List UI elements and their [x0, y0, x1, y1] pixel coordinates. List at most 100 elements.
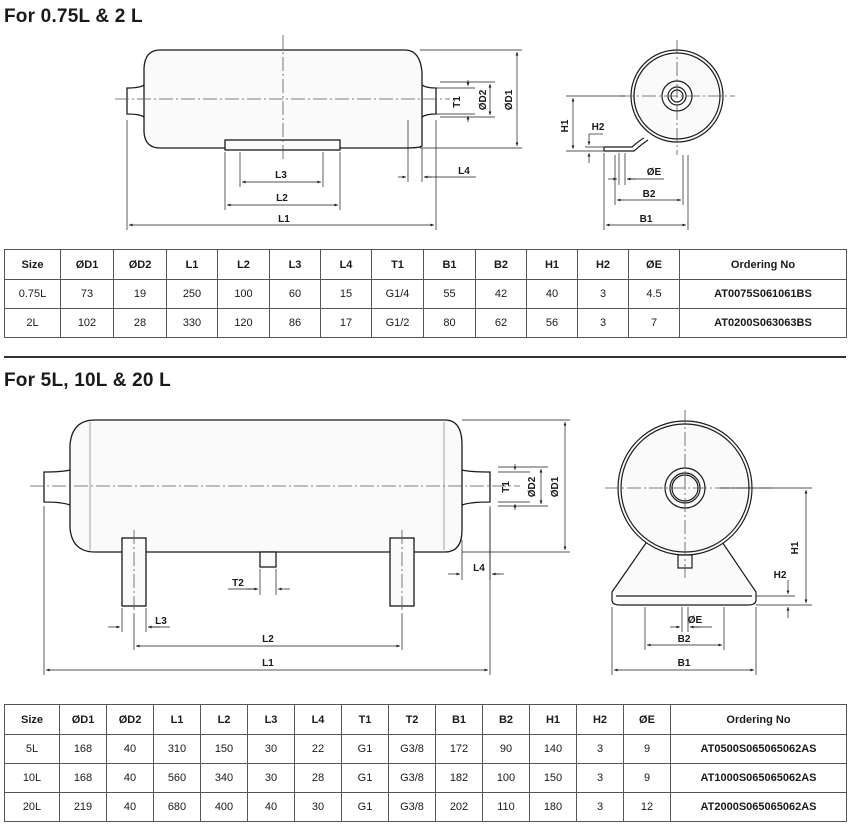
- large-tank-end-view: [611, 420, 757, 606]
- table-cell: 42: [475, 279, 527, 309]
- table-cell: 250: [166, 279, 218, 309]
- header-cell: L2: [200, 704, 248, 735]
- dim-l2-label: L2: [262, 634, 274, 645]
- table-cell: G1: [341, 792, 389, 822]
- table-row: 0.75L 73 19 250 100 60 15 G1/4 55 42 40 …: [4, 279, 847, 309]
- header-cell: ØE: [623, 704, 671, 735]
- table-cell: 120: [217, 308, 270, 338]
- table-cell: 180: [529, 792, 577, 822]
- table-cell: 310: [153, 734, 201, 764]
- header-cell: B2: [475, 249, 527, 280]
- table-header-row: Size ØD1 ØD2 L1 L2 L3 L4 T1 B1 B2 H1 H2 …: [4, 249, 847, 280]
- table-cell: 7: [628, 308, 680, 338]
- header-cell: L4: [294, 704, 342, 735]
- end-b2-label: B2: [678, 634, 691, 645]
- table-cell: 150: [529, 763, 577, 793]
- table-cell: 9: [623, 763, 671, 793]
- table-row: 20L 219 40 680 400 40 30 G1 G3/8 202 110…: [4, 792, 847, 822]
- dim-l4-label: L4: [473, 563, 485, 574]
- table-row: 5L 168 40 310 150 30 22 G1 G3/8 172 90 1…: [4, 734, 847, 764]
- table-cell: 3: [577, 308, 629, 338]
- table-cell: 560: [153, 763, 201, 793]
- table-cell: 100: [217, 279, 270, 309]
- table-cell: 19: [113, 279, 167, 309]
- dim-t1-label: T1: [452, 96, 463, 108]
- section-divider: [4, 356, 846, 358]
- table-cell: 12: [623, 792, 671, 822]
- table-cell: 28: [294, 763, 342, 793]
- header-cell: T2: [388, 704, 436, 735]
- header-cell: T1: [371, 249, 424, 280]
- dim-d1-label: ØD1: [504, 89, 515, 110]
- table-cell: 55: [423, 279, 476, 309]
- header-cell: H1: [526, 249, 578, 280]
- header-cell: Ordering No: [670, 704, 847, 735]
- table-cell: 30: [247, 734, 295, 764]
- section2-heading: For 5L, 10L & 20 L: [4, 370, 171, 391]
- table-cell: 28: [113, 308, 167, 338]
- dim-l2-label: L2: [276, 193, 288, 204]
- header-cell: L3: [269, 249, 321, 280]
- table-cell: 60: [269, 279, 321, 309]
- ordering-number-cell: AT1000S065065062AS: [670, 763, 847, 793]
- table-cell: 20L: [4, 792, 60, 822]
- table-cell: 4.5: [628, 279, 680, 309]
- table-row: 2L 102 28 330 120 86 17 G1/2 80 62 56 3 …: [4, 308, 847, 338]
- table-cell: G3/8: [388, 763, 436, 793]
- dim-d2-label: ØD2: [527, 476, 538, 497]
- table-cell: 0.75L: [4, 279, 61, 309]
- table-cell: G3/8: [388, 792, 436, 822]
- header-cell: L2: [217, 249, 270, 280]
- table-cell: 400: [200, 792, 248, 822]
- section1-drawing: L1 L2 L3 L4 T1 ØD2 ØD1 H1 H: [115, 35, 735, 230]
- table-cell: G1: [341, 763, 389, 793]
- spec-table-small: Size ØD1 ØD2 L1 L2 L3 L4 T1 B1 B2 H1 H2 …: [4, 249, 847, 338]
- table-cell: 140: [529, 734, 577, 764]
- table-cell: 10L: [4, 763, 60, 793]
- small-tank-end-view: [603, 49, 724, 152]
- table-cell: 73: [60, 279, 114, 309]
- table-cell: 168: [59, 734, 107, 764]
- large-tank-side-view: [43, 419, 491, 607]
- table-cell: 150: [200, 734, 248, 764]
- table-cell: 680: [153, 792, 201, 822]
- dim-l1-label: L1: [278, 214, 290, 225]
- section1-heading: For 0.75L & 2 L: [4, 6, 143, 27]
- header-cell: ØD2: [106, 704, 154, 735]
- dim-t2-label: T2: [232, 578, 244, 589]
- table-cell: 219: [59, 792, 107, 822]
- table-cell: 17: [320, 308, 372, 338]
- table-cell: 182: [435, 763, 483, 793]
- end-h2-label: H2: [592, 122, 605, 133]
- table-cell: 15: [320, 279, 372, 309]
- end-h1-label: H1: [560, 119, 571, 132]
- table-cell: 3: [576, 763, 624, 793]
- header-cell: ØE: [628, 249, 680, 280]
- table-cell: 168: [59, 763, 107, 793]
- table-cell: 9: [623, 734, 671, 764]
- dim-l3-label: L3: [155, 616, 167, 627]
- table-cell: 110: [482, 792, 530, 822]
- table-header-row: Size ØD1 ØD2 L1 L2 L3 L4 T1 T2 B1 B2 H1 …: [4, 704, 847, 735]
- table-row: 10L 168 40 560 340 30 28 G1 G3/8 182 100…: [4, 763, 847, 793]
- table-cell: 30: [247, 763, 295, 793]
- table-cell: 330: [166, 308, 218, 338]
- end-b1-label: B1: [640, 214, 653, 225]
- header-cell: Size: [4, 704, 60, 735]
- table-cell: 40: [106, 763, 154, 793]
- header-cell: ØD2: [113, 249, 167, 280]
- header-cell: H2: [576, 704, 624, 735]
- end-h1-label: H1: [790, 541, 801, 554]
- table-cell: 86: [269, 308, 321, 338]
- spec-table-large: Size ØD1 ØD2 L1 L2 L3 L4 T1 T2 B1 B2 H1 …: [4, 704, 847, 822]
- header-cell: L1: [153, 704, 201, 735]
- dim-d2-label: ØD2: [478, 89, 489, 110]
- table-cell: 22: [294, 734, 342, 764]
- header-cell: B2: [482, 704, 530, 735]
- table-cell: 56: [526, 308, 578, 338]
- header-cell: Ordering No: [679, 249, 847, 280]
- table-cell: 3: [576, 792, 624, 822]
- small-tank-side-view: [126, 49, 437, 151]
- end-e-label: ØE: [688, 615, 703, 626]
- table-cell: 102: [60, 308, 114, 338]
